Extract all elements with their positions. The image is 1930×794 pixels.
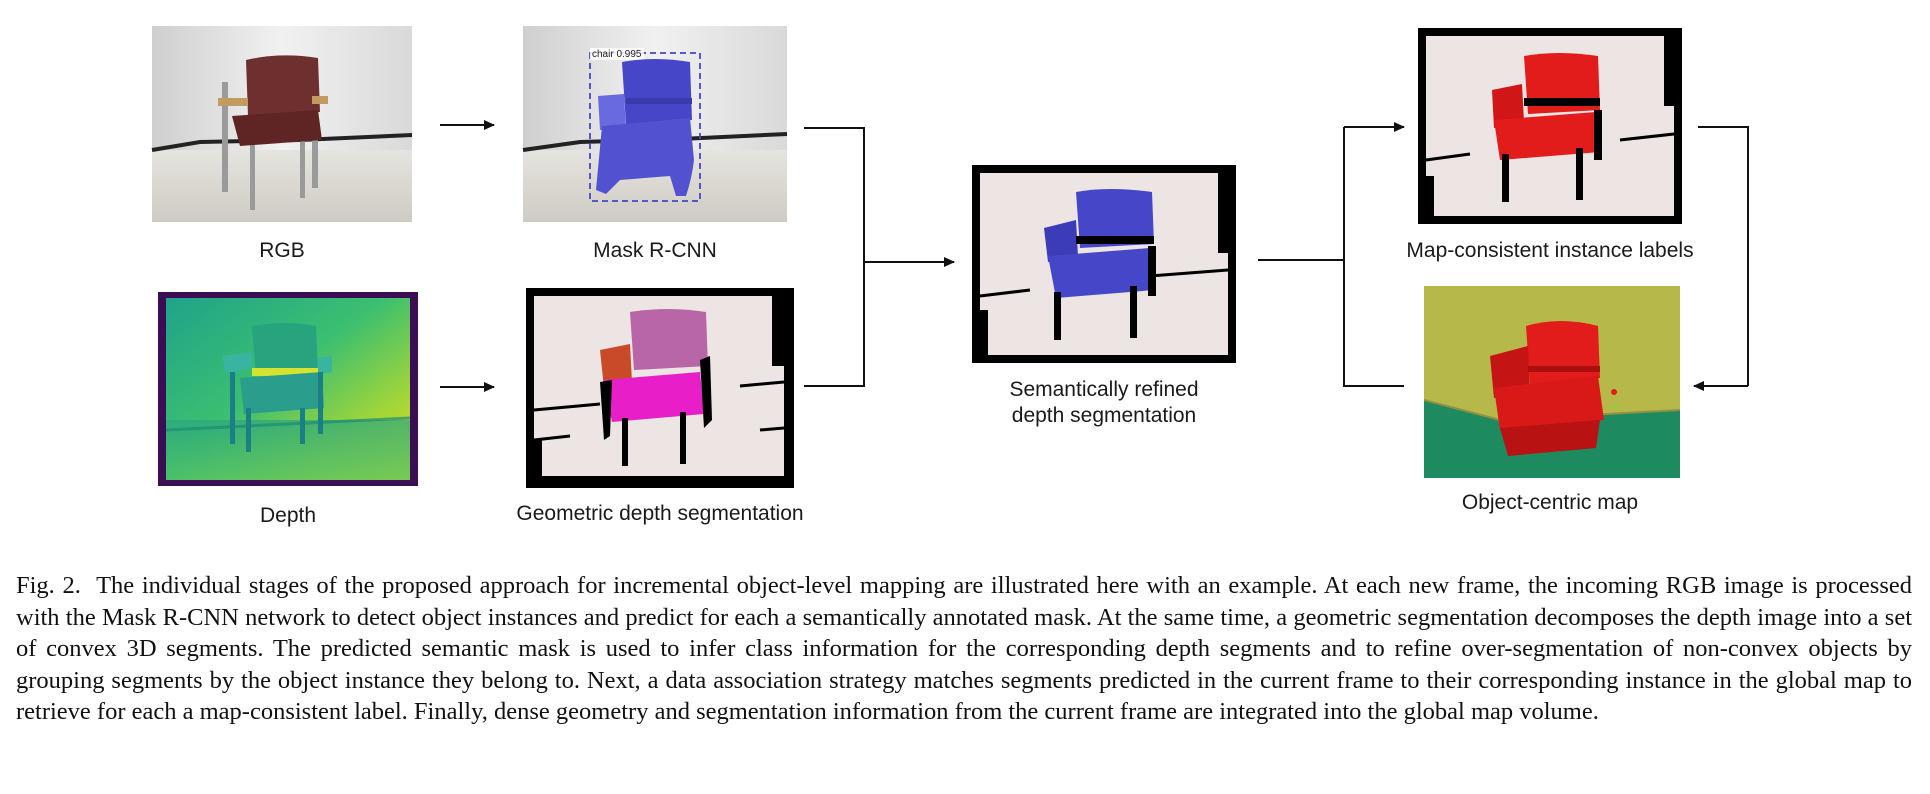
labels-return-line [1698, 126, 1749, 386]
object-map-label: Object-centric map [1461, 491, 1639, 514]
geometric-segmentation-image [526, 288, 794, 488]
split-bracket [1343, 127, 1404, 387]
flow-connectors [440, 120, 1749, 392]
refined-label-line1: Semantically refined [1009, 378, 1199, 401]
map-consistent-label: Map-consistent instance labels [1406, 239, 1694, 262]
merge-bracket [804, 127, 865, 387]
refined-label-line2: depth segmentation [1011, 404, 1197, 427]
object-centric-map-image [1423, 286, 1681, 478]
geometric-label: Geometric depth segmentation [516, 502, 804, 525]
pipeline-figure: chair 0.995 [151, 26, 1749, 527]
detection-tag: chair 0.995 [592, 49, 642, 60]
rgb-label: RGB [259, 239, 305, 262]
mask-rcnn-label: Mask R-CNN [593, 239, 717, 262]
pipeline-diagram: chair 0.995 [151, 26, 1749, 488]
figure-number: Fig. 2. [16, 572, 81, 599]
depth-label: Depth [259, 504, 317, 527]
depth-image [158, 292, 418, 486]
rgb-image [151, 26, 413, 222]
figure-caption: Fig. 2. The individual stages of the pro… [16, 570, 1912, 728]
map-consistent-labels-image [1418, 28, 1682, 224]
caption-text: The individual stages of the proposed ap… [16, 572, 1912, 725]
mask-rcnn-image: chair 0.995 [522, 26, 788, 222]
refined-segmentation-image [972, 165, 1236, 363]
